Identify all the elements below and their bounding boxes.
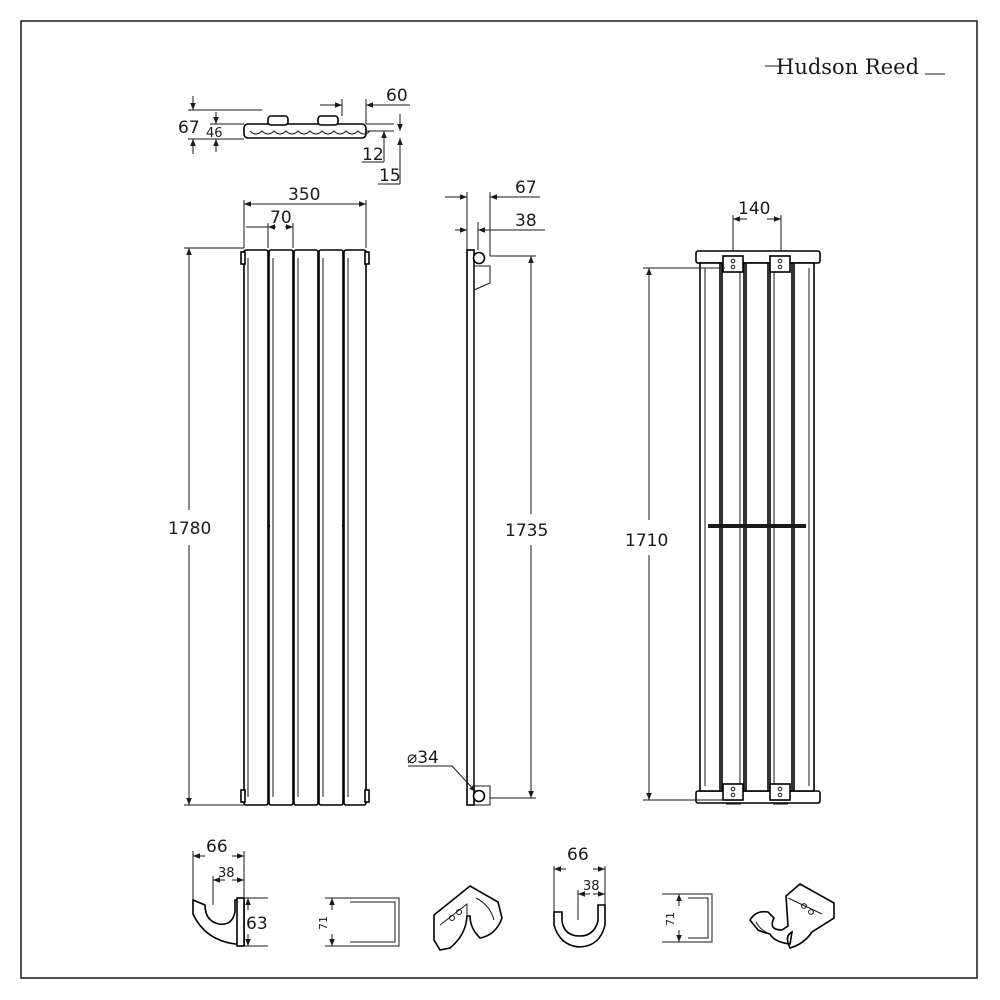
dim-top-gap-a: 12 [362, 145, 384, 165]
dim-side-height: 1735 [505, 521, 548, 541]
rear-bracket-top-left [722, 255, 744, 273]
dim-bracket-a-width: 66 [206, 837, 228, 857]
rear-header-bottom [695, 790, 821, 804]
dim-side-pipe-diameter: ⌀34 [407, 748, 439, 768]
bracket-b-3d [749, 883, 835, 949]
dim-rear-bracket-spacing: 140 [738, 199, 770, 219]
dim-side-depth-total: 67 [515, 178, 537, 198]
front-panel-5 [343, 249, 367, 806]
bracket-b-clip-outline [688, 893, 713, 943]
bracket-a-clip-outline [350, 897, 400, 947]
dim-top-offset: 60 [386, 86, 408, 106]
front-view: 350 70 1780 [168, 185, 370, 806]
side-panel [466, 249, 475, 806]
brand-name: Hudson Reed [776, 55, 919, 79]
bracket-b-clip: 71 [662, 893, 713, 943]
front-panel-3 [293, 249, 319, 806]
dim-rear-height: 1710 [625, 531, 668, 551]
bracket-b-profile: 66 38 [553, 845, 606, 948]
rear-bracket-bottom-right [769, 783, 791, 801]
side-view: 67 38 1735 ⌀34 [407, 178, 548, 806]
bracket-a-hook [192, 898, 245, 945]
side-pipe-top [472, 251, 486, 265]
dim-bracket-b-width: 66 [567, 845, 589, 865]
side-pipe-bottom [472, 789, 486, 803]
front-panel-4 [318, 249, 344, 806]
dim-bracket-b-inner: 38 [583, 879, 600, 894]
bracket-b-hook [553, 904, 606, 948]
dim-bracket-b-clip-height: 71 [664, 912, 677, 926]
dim-top-depth-total: 67 [178, 118, 200, 138]
rear-header-top [695, 250, 821, 264]
dim-front-panel-pitch: 70 [270, 208, 292, 228]
front-panel-1 [243, 249, 269, 806]
dim-top-gap-b: 15 [379, 166, 401, 186]
dim-bracket-a-inner: 38 [218, 866, 235, 881]
rear-view: 140 1710 [625, 199, 821, 805]
rear-bracket-top-right [769, 255, 791, 273]
dim-front-height: 1780 [168, 519, 211, 539]
bracket-a-3d [433, 885, 503, 951]
rear-bracket-bottom-left [722, 783, 744, 801]
front-panel-2 [268, 249, 294, 806]
dim-side-depth-wall: 38 [515, 211, 537, 231]
bracket-a-clip: 71 [317, 897, 400, 947]
top-view: 67 46 60 12 15 [178, 86, 410, 186]
bracket-b-3d-shape [749, 883, 835, 949]
dim-front-width: 350 [288, 185, 320, 205]
top-view-pipe-right [317, 115, 339, 126]
rear-crossbar [708, 524, 806, 528]
dim-top-depth-inner: 46 [206, 126, 223, 141]
dim-bracket-a-clip-height: 71 [317, 916, 330, 930]
dim-bracket-a-height: 63 [246, 914, 268, 934]
top-view-pipe-left [267, 115, 289, 126]
brand-logo: Hudson Reed [765, 55, 945, 79]
bracket-a-profile: 66 38 63 [192, 837, 268, 947]
drawing-border [20, 20, 978, 979]
bracket-a-3d-shape [433, 885, 503, 951]
